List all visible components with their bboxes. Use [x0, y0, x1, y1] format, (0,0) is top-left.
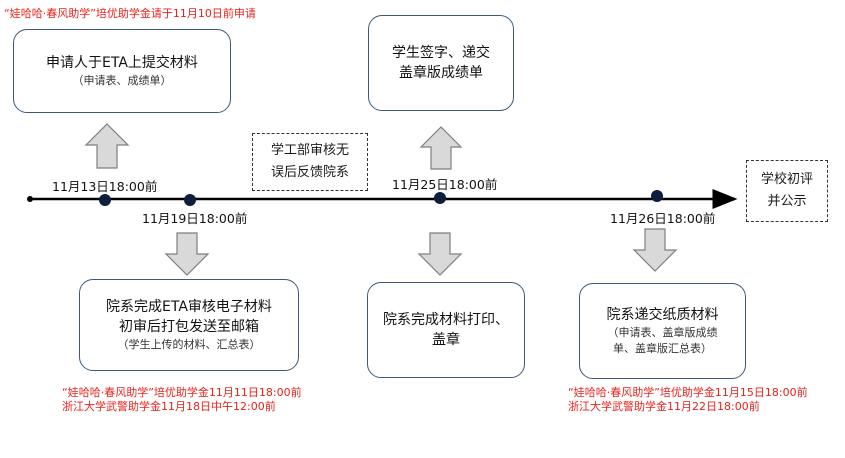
step-apply-box: 申请人于ETA上提交材料 （申请表、成绩单） — [13, 29, 231, 113]
step-submit-box: 院系递交纸质材料 （申请表、盖章版成绩 单、盖章版汇总表） — [579, 283, 746, 379]
step-dept-eta-box: 院系完成ETA审核电子材料 初审后打包发送至邮箱 （学生上传的材料、汇总表） — [79, 279, 299, 371]
date-label-1: 11月13日18:00前 — [52, 179, 158, 194]
down-arrow-3 — [632, 228, 678, 272]
step-dept-eta-sub: （学生上传的材料、汇总表） — [117, 338, 261, 351]
up-arrow-1 — [84, 123, 130, 169]
timeline-start-dot — [27, 196, 33, 202]
timeline-node-4 — [651, 190, 663, 202]
step-submit-title: 院系递交纸质材料 — [606, 307, 719, 323]
date-label-3: 11月25日18:00前 — [392, 177, 498, 192]
up-arrow-2 — [419, 126, 463, 170]
timeline-node-3 — [434, 192, 446, 204]
step-print-box: 院系完成材料打印、 盖章 — [367, 282, 525, 378]
deadline-note-right-line2: 浙江大学武警助学金11月22日18:00前 — [568, 400, 760, 413]
step-dept-eta-line2: 初审后打包发送至邮箱 — [119, 319, 259, 335]
step-apply-sub: （申请表、成绩单） — [72, 74, 172, 87]
step-submit-sub1: （申请表、盖章版成绩 — [607, 326, 718, 339]
deadline-note-left-line2: 浙江大学武警助学金11月18日中午12:00前 — [62, 400, 276, 413]
step-dept-eta-line1: 院系完成ETA审核电子材料 — [106, 299, 272, 315]
down-arrow-1 — [164, 232, 210, 276]
review-line1: 学工部审核无 — [270, 143, 349, 158]
date-label-2: 11月19日18:00前 — [142, 211, 248, 226]
step-print-line1: 院系完成材料打印、 — [383, 312, 509, 328]
deadline-note-left-line1: “娃哈哈·春风助学”培优助学金11月11日18:00前 — [62, 386, 302, 399]
deadline-note-right: “娃哈哈·春风助学”培优助学金11月15日18:00前 浙江大学武警助学金11月… — [568, 386, 808, 414]
review-feedback-box: 学工部审核无 误后反馈院系 — [252, 133, 368, 191]
step-print-line2: 盖章 — [432, 332, 460, 348]
deadline-note-left: “娃哈哈·春风助学”培优助学金11月11日18:00前 浙江大学武警助学金11月… — [62, 386, 302, 414]
date-label-4: 11月26日18:00前 — [610, 211, 716, 226]
school-evaluation-box: 学校初评 并公示 — [746, 160, 828, 222]
step-student-sign-line1: 学生签字、递交 — [392, 45, 490, 61]
school-line2: 并公示 — [767, 194, 807, 209]
deadline-note-right-line1: “娃哈哈·春风助学”培优助学金11月15日18:00前 — [568, 386, 808, 399]
step-student-sign-line2: 盖章版成绩单 — [399, 65, 483, 81]
down-arrow-2 — [417, 232, 463, 276]
top-deadline-note: “娃哈哈·春风助学”培优助学金请于11月10日前申请 — [4, 7, 256, 20]
timeline-node-1 — [99, 194, 111, 206]
review-line2: 误后反馈院系 — [270, 165, 349, 180]
step-submit-sub2: 单、盖章版汇总表） — [613, 342, 712, 355]
timeline-node-2 — [184, 194, 196, 206]
school-line1: 学校初评 — [760, 172, 813, 187]
step-student-sign-box: 学生签字、递交 盖章版成绩单 — [368, 15, 514, 111]
step-apply-title: 申请人于ETA上提交材料 — [46, 55, 198, 71]
